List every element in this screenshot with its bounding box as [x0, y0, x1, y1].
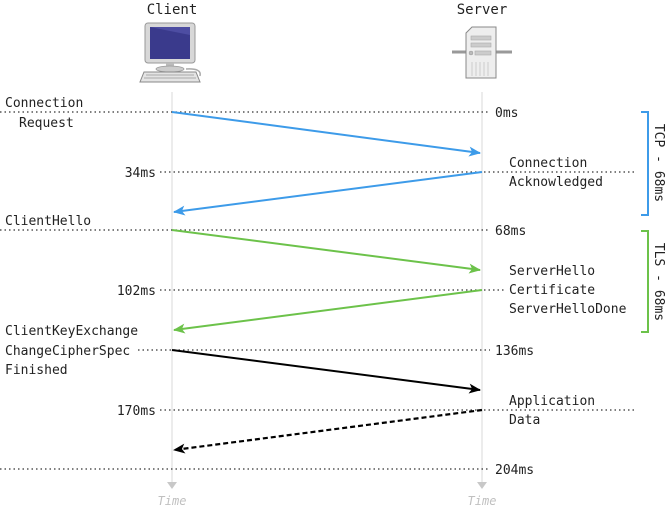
server-tower-icon — [452, 26, 512, 79]
server-header: Server — [457, 2, 508, 18]
client-time-label: Time — [158, 494, 187, 508]
timestamp-68ms: 68ms — [495, 224, 526, 239]
label-connection-ack-line1: Connection — [509, 156, 587, 171]
timestamp-136ms: 136ms — [495, 344, 534, 359]
arrow-key-exchange — [171, 349, 481, 394]
timestamp-170ms: 170ms — [117, 404, 156, 419]
label-server-hello-line3: ServerHelloDone — [509, 302, 627, 317]
label-connection-request-line1: Connection — [5, 96, 83, 111]
label-application-data-line2: Data — [509, 413, 540, 428]
arrow-client-hello — [171, 229, 481, 274]
arrow-server-hello — [173, 289, 483, 334]
label-key-exchange-line1: ClientKeyExchange — [5, 324, 138, 339]
server-time-label: Time — [468, 494, 497, 508]
arrow-connection-acknowledged — [173, 171, 483, 216]
arrow-application-data — [173, 408, 483, 454]
timestamp-34ms: 34ms — [125, 166, 156, 181]
tcp-phase-bracket — [641, 111, 649, 216]
client-header: Client — [147, 2, 198, 18]
label-connection-request-line2: Request — [19, 116, 74, 131]
client-time-arrow-icon — [167, 482, 177, 489]
timestamp-0ms: 0ms — [495, 106, 518, 121]
label-server-hello-line2: Certificate — [509, 283, 595, 298]
tcp-phase-label: TCP - 68ms — [651, 124, 666, 202]
timestamp-204ms: 204ms — [495, 463, 534, 478]
label-server-hello-line1: ServerHello — [509, 264, 595, 279]
timestamp-102ms: 102ms — [117, 284, 156, 299]
label-connection-ack-line2: Acknowledged — [509, 175, 603, 190]
label-client-hello: ClientHello — [5, 214, 91, 229]
label-key-exchange-line3: Finished — [5, 363, 68, 378]
label-key-exchange-line2: ChangeCipherSpec — [5, 344, 130, 359]
desktop-computer-icon — [139, 22, 201, 83]
tls-phase-label: TLS - 68ms — [651, 243, 666, 321]
timestamp-gridlines — [0, 111, 636, 470]
label-application-data-line1: Application — [509, 394, 595, 409]
tls-phase-bracket — [641, 230, 649, 333]
arrow-connection-request — [171, 111, 481, 157]
server-time-arrow-icon — [477, 482, 487, 489]
